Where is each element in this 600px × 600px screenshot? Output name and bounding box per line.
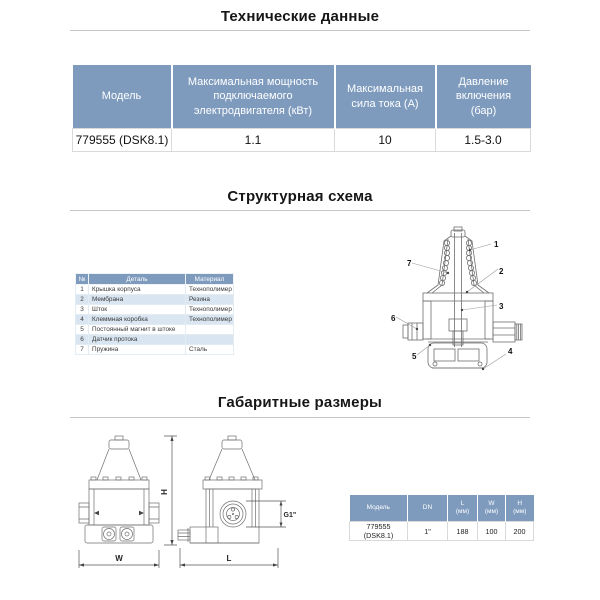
cell-material: [185, 334, 234, 345]
cell-pressure: 1.5-3.0: [435, 128, 531, 152]
dim-unit: (мм): [484, 508, 499, 515]
cell-material: [185, 324, 234, 335]
section-title-dimensions: Габаритные размеры: [217, 394, 383, 411]
table-row: 779555 (DSK8.1) 1.1 10 1.5-3.0: [72, 128, 531, 152]
cell-material: Резина: [185, 294, 234, 305]
parts-list-table: № Деталь Материал 1 Крышка корпуса Техно…: [75, 273, 234, 355]
table-row: 6 Датчик протока: [75, 334, 234, 345]
cell-number: 4: [75, 314, 89, 325]
table-header-row: Модель DN L (мм) W (мм) H (мм): [349, 495, 534, 522]
cell-l: 188: [447, 521, 478, 541]
dim-label-h: H: [160, 489, 169, 495]
cell-number: 2: [75, 294, 89, 305]
front-view-drawing: [78, 435, 160, 544]
technical-data-table: Модель Максимальная мощность подключаемо…: [72, 65, 531, 152]
dim-unit: (мм): [455, 508, 470, 515]
cell-dn: 1": [407, 521, 448, 541]
cell-detail: Постоянный магнит в штоке: [88, 324, 186, 335]
side-view-drawing: [177, 435, 263, 544]
col-header-dn: DN: [407, 495, 448, 522]
callout-number-6: 6: [391, 314, 396, 323]
dim-label-l: L: [227, 554, 232, 563]
callout-numbers: 1 7 2 3 6 5 4: [391, 240, 513, 361]
col-header-detail: Деталь: [88, 273, 186, 285]
dim-letter: H: [517, 500, 523, 507]
dimension-lines: H W L G1": [78, 435, 297, 568]
table-row: 2 Мембрана Резина: [75, 294, 234, 305]
cell-detail: Пружина: [88, 344, 186, 355]
table-row: 779555 (DSK8.1) 1" 188 100 200: [349, 521, 534, 541]
cell-h: 200: [505, 521, 534, 541]
dim-unit: (мм): [513, 508, 527, 515]
divider: [70, 210, 530, 211]
cell-number: 6: [75, 334, 89, 345]
col-header-max-power: Максимальная мощность подключаемого элек…: [170, 65, 335, 129]
table-row: 4 Клеммная коробка Технополимер: [75, 314, 234, 325]
callout-number-5: 5: [412, 352, 417, 361]
dim-label-g1: G1": [284, 512, 297, 519]
cell-max-current: 10: [334, 128, 436, 152]
cell-material: Технополимер: [185, 284, 234, 295]
table-row: 3 Шток Технополимер: [75, 304, 234, 315]
dimensions-table: Модель DN L (мм) W (мм) H (мм) 779555 (D…: [349, 495, 534, 541]
divider: [70, 30, 530, 31]
callout-number-3: 3: [499, 302, 504, 311]
col-header-l: L (мм): [447, 495, 478, 522]
cell-number: 7: [75, 344, 89, 355]
cell-number: 5: [75, 324, 89, 335]
table-row: 5 Постоянный магнит в штоке: [75, 324, 234, 335]
dimensional-drawing-svg: H W L G1": [78, 435, 297, 568]
cell-detail: Датчик протока: [88, 334, 186, 345]
device-cross-section: [402, 226, 523, 369]
cell-number: 3: [75, 304, 89, 315]
cell-material: Технополимер: [185, 304, 234, 315]
col-header-model: Модель: [72, 65, 172, 129]
callout-number-7: 7: [407, 259, 412, 268]
cell-detail: Шток: [88, 304, 186, 315]
col-header-w: W (мм): [477, 495, 506, 522]
col-header-pressure: Давление включения (бар): [434, 65, 531, 129]
dim-letter: W: [488, 500, 495, 507]
divider: [70, 417, 530, 418]
section-title-technical: Технические данные: [220, 8, 380, 25]
cell-detail: Крышка корпуса: [88, 284, 186, 295]
dim-letter: L: [460, 500, 465, 507]
table-row: 1 Крышка корпуса Технополимер: [75, 284, 234, 295]
cell-max-power: 1.1: [171, 128, 335, 152]
cell-detail: Клеммная коробка: [88, 314, 186, 325]
callout-number-2: 2: [499, 267, 504, 276]
table-header-row: Модель Максимальная мощность подключаемо…: [72, 65, 531, 129]
cell-material: Сталь: [185, 344, 234, 355]
cell-detail: Мембрана: [88, 294, 186, 305]
cell-model: 779555 (DSK8.1): [349, 521, 408, 541]
col-header-number: №: [75, 273, 89, 285]
section-title-structural: Структурная схема: [227, 188, 373, 205]
callout-number-4: 4: [508, 347, 513, 356]
col-header-max-current: Максимальная сила тока (А): [333, 65, 436, 129]
dim-label-w: W: [115, 554, 123, 563]
cell-model: 779555 (DSK8.1): [72, 128, 172, 152]
callout-leaders: [395, 243, 507, 371]
cell-w: 100: [477, 521, 506, 541]
cell-number: 1: [75, 284, 89, 295]
table-row: 7 Пружина Сталь: [75, 344, 234, 355]
table-header-row: № Деталь Материал: [75, 273, 234, 285]
cell-material: Технополимер: [185, 314, 234, 325]
col-header-model: Модель: [349, 495, 408, 522]
col-header-material: Материал: [185, 273, 234, 285]
structural-diagram-svg: 1 7 2 3 6 5 4: [391, 226, 523, 371]
col-header-h: H (мм): [505, 495, 534, 522]
callout-number-1: 1: [494, 240, 499, 249]
